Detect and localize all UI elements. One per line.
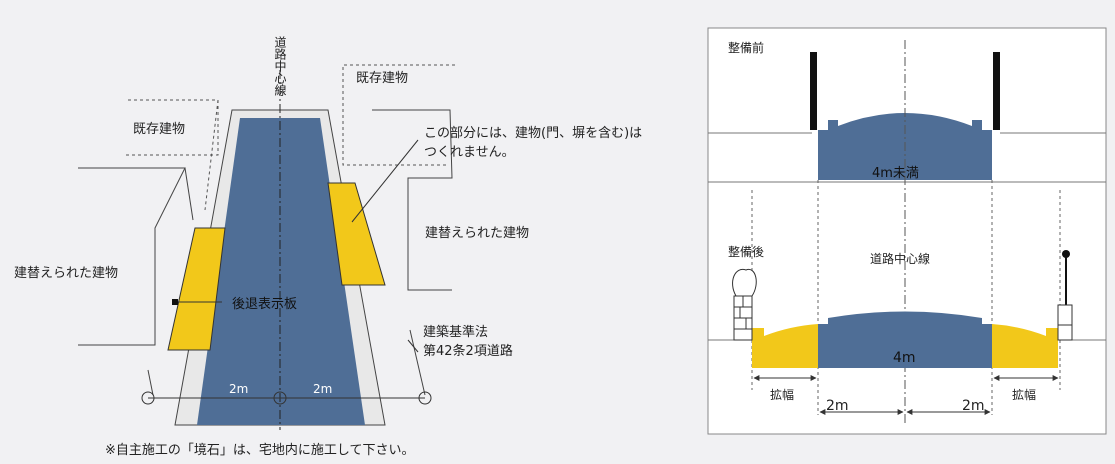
dimension-right-label: 2m — [313, 382, 332, 396]
after-label: 整備後 — [728, 244, 764, 259]
setback-sign-label: 後退表示板 — [232, 297, 297, 312]
centerline-label: 道路中心線 — [273, 36, 287, 96]
dimension-node-right — [418, 391, 432, 405]
rebuilt-building-left-top — [184, 167, 194, 221]
road-surface — [197, 118, 365, 425]
dimension-left-label: 2m — [229, 382, 248, 396]
right-cross-section-panel: 整備前 4m未満 — [707, 27, 1107, 435]
dimension-node-center — [273, 391, 287, 405]
left-setback-diagram: 道路中心線 既存建物 既存建物 この部分には、建物(門、塀を含む)は つくれませ… — [14, 36, 642, 458]
rebuilt-building-left-outline — [78, 167, 186, 346]
setback-area-right — [327, 182, 386, 286]
before-wall-left — [810, 52, 817, 130]
extension-line-left — [147, 369, 154, 396]
stone-wall-icon — [732, 268, 757, 341]
after-widen-right — [992, 324, 1058, 368]
law-label-line1: 建築基準法 — [423, 324, 488, 340]
existing-building-right-outline — [342, 64, 455, 166]
existing-building-left-edge — [204, 99, 219, 211]
law-leader — [407, 339, 419, 353]
law-label-line2: 第42条2項道路 — [423, 343, 513, 359]
dimension-node-left — [141, 391, 155, 405]
setback-area-left — [167, 227, 226, 351]
extension-line-right — [409, 329, 426, 396]
after-width-label: 4m — [893, 350, 916, 366]
after-widen-left — [752, 324, 818, 368]
after-centerline-label: 道路中心線 — [870, 251, 930, 266]
panel-frame — [707, 27, 1107, 435]
no-build-note-line1: この部分には、建物(門、塀を含む)は — [424, 125, 642, 141]
before-label: 整備前 — [728, 40, 764, 55]
no-build-note-line2: つくれません。 — [424, 145, 515, 160]
half-width-left-label: 2m — [826, 398, 849, 414]
rebuilt-building-left-label: 建替えられた建物 — [14, 266, 118, 281]
gate-post-icon — [1057, 250, 1073, 341]
rebuilt-building-right-outline — [372, 109, 453, 291]
existing-building-left-outline — [125, 99, 219, 156]
half-width-right-label: 2m — [962, 398, 985, 414]
footnote: ※自主施工の「境石」は、宅地内に施工して下さい。 — [105, 442, 415, 458]
before-wall-right — [993, 52, 1000, 130]
after-section: 整備後 道路中心線 4m — [708, 244, 1106, 368]
rebuilt-building-right-label: 建替えられた建物 — [425, 226, 529, 241]
before-width-label: 4m未満 — [872, 166, 919, 181]
existing-building-right-label: 既存建物 — [356, 71, 408, 86]
widen-left-label: 拡幅 — [770, 387, 794, 402]
setback-sign-marker — [172, 299, 178, 305]
note-leader — [351, 139, 419, 223]
existing-building-left-label: 既存建物 — [133, 122, 185, 137]
after-road — [818, 311, 992, 368]
widen-right-label: 拡幅 — [1012, 387, 1036, 402]
